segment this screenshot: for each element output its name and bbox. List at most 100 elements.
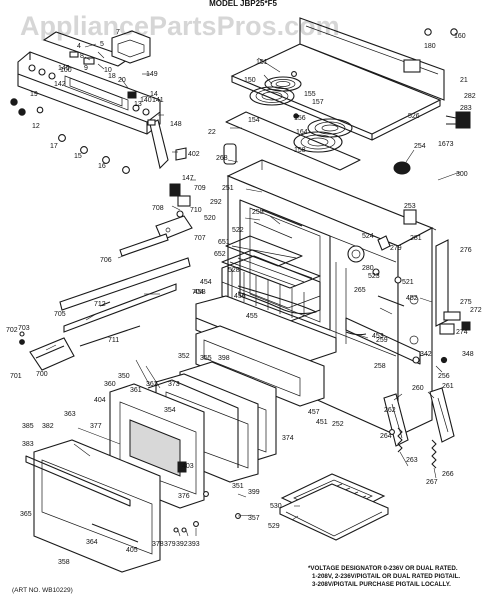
- part-label-365: 365: [20, 511, 32, 518]
- art-number: (ART NO. WB10229): [12, 587, 73, 594]
- part-label-4: 4: [77, 43, 81, 50]
- part-label-15: 15: [74, 153, 82, 160]
- part-label-373: 373: [168, 381, 180, 388]
- part-label-402: 402: [188, 151, 200, 158]
- model-title: MODEL JBP25*F5: [209, 0, 277, 8]
- part-label-266: 266: [442, 471, 454, 478]
- part-label-348: 348: [462, 351, 474, 358]
- part-label-180: 180: [424, 43, 436, 50]
- part-label-260: 260: [412, 385, 424, 392]
- part-label-5: 5: [100, 41, 104, 48]
- part-label-268: 268: [216, 155, 228, 162]
- part-label-259: 259: [376, 337, 388, 344]
- part-label-140: 140: [140, 97, 152, 104]
- part-label-275: 275: [460, 299, 472, 306]
- part-label-710: 710: [190, 207, 202, 214]
- part-label-13: 13: [134, 101, 142, 108]
- part-label-258: 258: [374, 363, 386, 370]
- part-label-405: 405: [126, 547, 138, 554]
- part-label-383: 383: [22, 441, 34, 448]
- part-label-150: 150: [244, 77, 256, 84]
- part-label-21: 21: [460, 77, 468, 84]
- part-label-377: 377: [90, 423, 102, 430]
- watermark: AppliancePartsPros.com: [20, 11, 340, 41]
- part-label-355: 355: [200, 355, 212, 362]
- part-label-12: 12: [32, 123, 40, 130]
- part-label-154: 154: [248, 117, 260, 124]
- part-label-342: 342: [420, 351, 432, 358]
- part-label-520: 520: [204, 215, 216, 222]
- part-label-142: 142: [54, 81, 66, 88]
- part-label-253: 253: [404, 203, 416, 210]
- part-label-164: 164: [296, 129, 308, 136]
- part-label-528: 528: [228, 267, 240, 274]
- part-label-141: 141: [152, 97, 164, 104]
- part-label-18: 18: [108, 73, 116, 80]
- part-label-17: 17: [50, 143, 58, 150]
- part-label-523: 523: [368, 273, 380, 280]
- part-label-363: 363: [64, 411, 76, 418]
- part-label-1673: 1673: [438, 141, 454, 148]
- voltage-notes: *VOLTAGE DESIGNATOR 0-236V OR DUAL RATED…: [308, 565, 460, 588]
- part-label-279: 279: [390, 245, 402, 252]
- part-label-705: 705: [54, 311, 66, 318]
- part-label-160: 160: [454, 33, 466, 40]
- part-label-382: 382: [42, 423, 54, 430]
- oven-rack-assembly: [221, 209, 321, 323]
- part-label-272: 272: [470, 307, 482, 314]
- part-label-700: 700: [36, 371, 48, 378]
- part-label-361: 361: [130, 387, 142, 394]
- part-label-453: 453: [372, 333, 384, 340]
- part-label-651: 651: [218, 239, 230, 246]
- part-label-158: 158: [294, 147, 306, 154]
- part-label-14: 14: [150, 91, 158, 98]
- part-label-703: 703: [18, 325, 30, 332]
- part-label-357: 357: [248, 515, 260, 522]
- part-label-264: 264: [380, 433, 392, 440]
- surface-element-coil-icon: [249, 76, 353, 153]
- part-label-252: 252: [332, 421, 344, 428]
- part-label-262: 262: [384, 407, 396, 414]
- part-label-265: 265: [354, 287, 366, 294]
- door-hinge-assembly: [383, 356, 455, 469]
- part-label-712: 712: [94, 301, 106, 308]
- part-label-282: 282: [464, 93, 476, 100]
- cooktop-assembly: [223, 17, 471, 175]
- part-label-364: 364: [86, 539, 98, 546]
- part-label-267: 267: [426, 479, 438, 486]
- part-label-701: 701: [10, 373, 22, 380]
- part-label-530: 530: [270, 503, 282, 510]
- part-label-254: 254: [414, 143, 426, 150]
- part-label-707: 707: [194, 235, 206, 242]
- part-label-378: 378: [152, 541, 164, 548]
- part-label-292: 292: [210, 199, 222, 206]
- part-label-455: 455: [246, 313, 258, 320]
- control-panel-assembly: [10, 30, 187, 174]
- part-label-155: 155: [304, 91, 316, 98]
- part-label-374: 374: [282, 435, 294, 442]
- part-label-702: 702: [6, 327, 18, 334]
- voltage-note-line-1: *VOLTAGE DESIGNATOR 0-236V OR DUAL RATED…: [308, 565, 458, 572]
- part-label-350: 350: [118, 373, 130, 380]
- part-label-281: 281: [410, 235, 422, 242]
- part-label-379: 379: [164, 541, 176, 548]
- part-label-352: 352: [178, 353, 190, 360]
- leader-lines: [45, 43, 461, 537]
- voltage-note-line-2: 1-208V, 2-236V/PIGTAIL OR DUAL RATED PIG…: [312, 573, 460, 580]
- part-label-8: 8: [80, 53, 84, 60]
- part-label-280: 280: [362, 265, 374, 272]
- part-label-151: 151: [256, 59, 268, 66]
- part-label-454: 454: [200, 279, 212, 286]
- part-label-156: 156: [294, 115, 306, 122]
- part-label-7: 7: [116, 29, 120, 36]
- part-label-360: 360: [104, 381, 116, 388]
- part-label-147: 147: [182, 175, 194, 182]
- part-label-385: 385: [22, 423, 34, 430]
- part-label-283: 283: [460, 105, 472, 112]
- drawer-rail-assembly: [19, 183, 193, 371]
- part-label-145: 145: [58, 65, 70, 72]
- part-label-529: 529: [268, 523, 280, 530]
